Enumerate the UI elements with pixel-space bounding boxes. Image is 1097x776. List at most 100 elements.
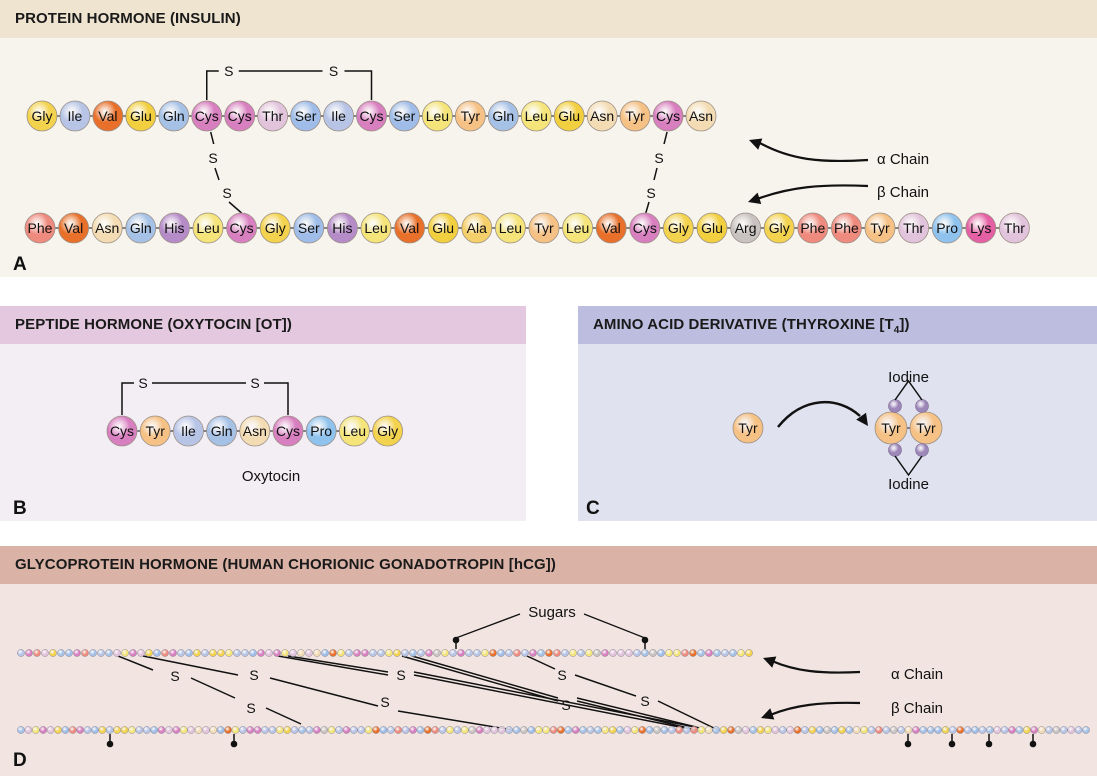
- beta-residue-bead: [631, 726, 639, 734]
- beta-residue-bead: [749, 726, 758, 734]
- beta-residue-bead: [172, 726, 181, 734]
- insulin-beta-residue-ser: [293, 212, 325, 244]
- alpha-residue-bead: [193, 649, 201, 657]
- alpha-residue-bead: [713, 649, 721, 657]
- iodine-bottom-label: Iodine: [888, 476, 929, 493]
- insulin-beta-residue-label: Asn: [95, 220, 119, 236]
- insulin-beta-residue-his: [158, 212, 190, 244]
- alpha-residue-bead: [201, 649, 209, 657]
- beta-residue-bead: [224, 726, 232, 734]
- insulin-alpha-residue-gln: [158, 100, 190, 132]
- insulin-beta-residue-label: Gly: [265, 220, 286, 236]
- beta-residue-bead: [956, 726, 965, 734]
- insulin-alpha-residue-label: Glu: [558, 108, 580, 124]
- beta-residue-bead: [216, 726, 225, 734]
- alpha-residue-bead: [137, 649, 145, 657]
- beta-residue-bead: [949, 726, 957, 734]
- beta-residue-bead: [453, 726, 462, 734]
- insulin-beta-residue-label: Cys: [633, 220, 657, 236]
- beta-residue-bead: [527, 726, 536, 734]
- disulfide-bond: [411, 655, 559, 699]
- beta-residue-bead: [179, 726, 188, 734]
- insulin-alpha-residue-ser: [290, 100, 322, 132]
- alpha-residue-bead: [505, 649, 513, 657]
- beta-residue-bead: [542, 726, 550, 734]
- beta-residue-bead: [616, 726, 624, 734]
- insulin-beta-residue-leu: [192, 212, 224, 244]
- beta-residue-bead: [113, 726, 121, 734]
- alpha-residue-bead: [265, 649, 273, 657]
- beta-residue-bead: [830, 726, 839, 734]
- tyrosine-bead: [732, 412, 764, 444]
- beta-residue-bead: [690, 726, 698, 734]
- alpha-residue-bead: [289, 649, 297, 657]
- alpha-residue-bead: [249, 649, 257, 657]
- insulin-alpha-residue-label: Tyr: [625, 108, 645, 124]
- insulin-beta-residue-label: Tyr: [870, 220, 890, 236]
- panel-hcg-body: [0, 584, 1097, 776]
- beta-residue-bead: [372, 726, 380, 734]
- sugar-icon: [452, 636, 460, 644]
- panel-hcg: GLYCOPROTEIN HORMONE (HUMAN CHORIONIC GO…: [0, 546, 1097, 776]
- beta-residue-bead: [1022, 726, 1031, 734]
- beta-residue-bead: [1082, 726, 1090, 734]
- alpha-residue-bead: [545, 649, 553, 657]
- insulin-beta-residue-phe: [797, 212, 829, 244]
- beta-residue-bead: [31, 726, 40, 734]
- alpha-residue-bead: [657, 649, 665, 657]
- beta-residue-bead: [1000, 726, 1009, 734]
- alpha-residue-bead: [481, 649, 489, 657]
- sulfur-label: S: [138, 375, 147, 391]
- beta-residue-bead: [838, 726, 846, 734]
- beta-residue-bead: [912, 726, 920, 734]
- beta-residue-bead: [1052, 726, 1061, 734]
- beta-residue-bead: [446, 726, 454, 734]
- panel-letter-d: D: [13, 750, 27, 771]
- insulin-alpha-residue-label: Asn: [689, 108, 713, 124]
- disulfide-bond: [287, 655, 389, 673]
- interchain-disulfide-bond: [653, 167, 658, 181]
- beta-residue-bead: [623, 726, 632, 734]
- insulin-beta-residue-val: [394, 212, 426, 244]
- insulin-beta-residue-label: Ser: [298, 220, 320, 236]
- insulin-alpha-residue-label: Gln: [492, 108, 514, 124]
- insulin-beta-residue-label: Leu: [499, 220, 522, 236]
- alpha-residue-bead: [57, 649, 65, 657]
- beta-residue-bead: [142, 726, 151, 734]
- beta-residue-bead: [231, 726, 240, 734]
- oxytocin-residue-label: Tyr: [145, 423, 165, 439]
- sulfur-label: S: [380, 694, 389, 710]
- beta-residue-bead: [379, 726, 388, 734]
- insulin-alpha-residue-ile: [59, 100, 91, 132]
- insulin-alpha-residue-label: Gly: [32, 108, 53, 124]
- panel-letter-b: B: [13, 498, 27, 519]
- beta-residue-bead: [801, 726, 809, 734]
- insulin-alpha-residue-asn: [685, 100, 717, 132]
- sulfur-label: S: [222, 185, 231, 201]
- alpha-residue-bead: [449, 649, 457, 657]
- alpha-residue-bead: [721, 649, 729, 657]
- alpha-arrowhead-icon: [763, 656, 777, 668]
- beta-residue-bead: [852, 726, 861, 734]
- alpha-residue-bead: [729, 649, 737, 657]
- alpha-residue-bead: [425, 649, 433, 657]
- alpha-residue-bead: [89, 649, 97, 657]
- beta-residue-bead: [727, 726, 735, 734]
- beta-residue-bead: [712, 726, 721, 734]
- sulfur-label: S: [246, 700, 255, 716]
- alpha-residue-bead: [105, 649, 113, 657]
- alpha-residue-bead: [129, 649, 137, 657]
- alpha-residue-bead: [17, 649, 25, 657]
- sugars-label: Sugars: [528, 604, 576, 621]
- alpha-residue-bead: [361, 649, 369, 657]
- alpha-residue-bead: [177, 649, 185, 657]
- beta-residue-bead: [667, 726, 676, 734]
- beta-residue-bead: [357, 726, 366, 734]
- oxytocin-residue-cys: [272, 415, 304, 447]
- beta-residue-bead: [764, 726, 772, 734]
- insulin-alpha-residue-ser: [389, 100, 420, 132]
- insulin-beta-residue-his: [326, 212, 358, 244]
- alpha-residue-bead: [273, 649, 281, 657]
- insulin-beta-residue-label: Pro: [936, 220, 958, 236]
- insulin-beta-residue-label: Leu: [364, 220, 387, 236]
